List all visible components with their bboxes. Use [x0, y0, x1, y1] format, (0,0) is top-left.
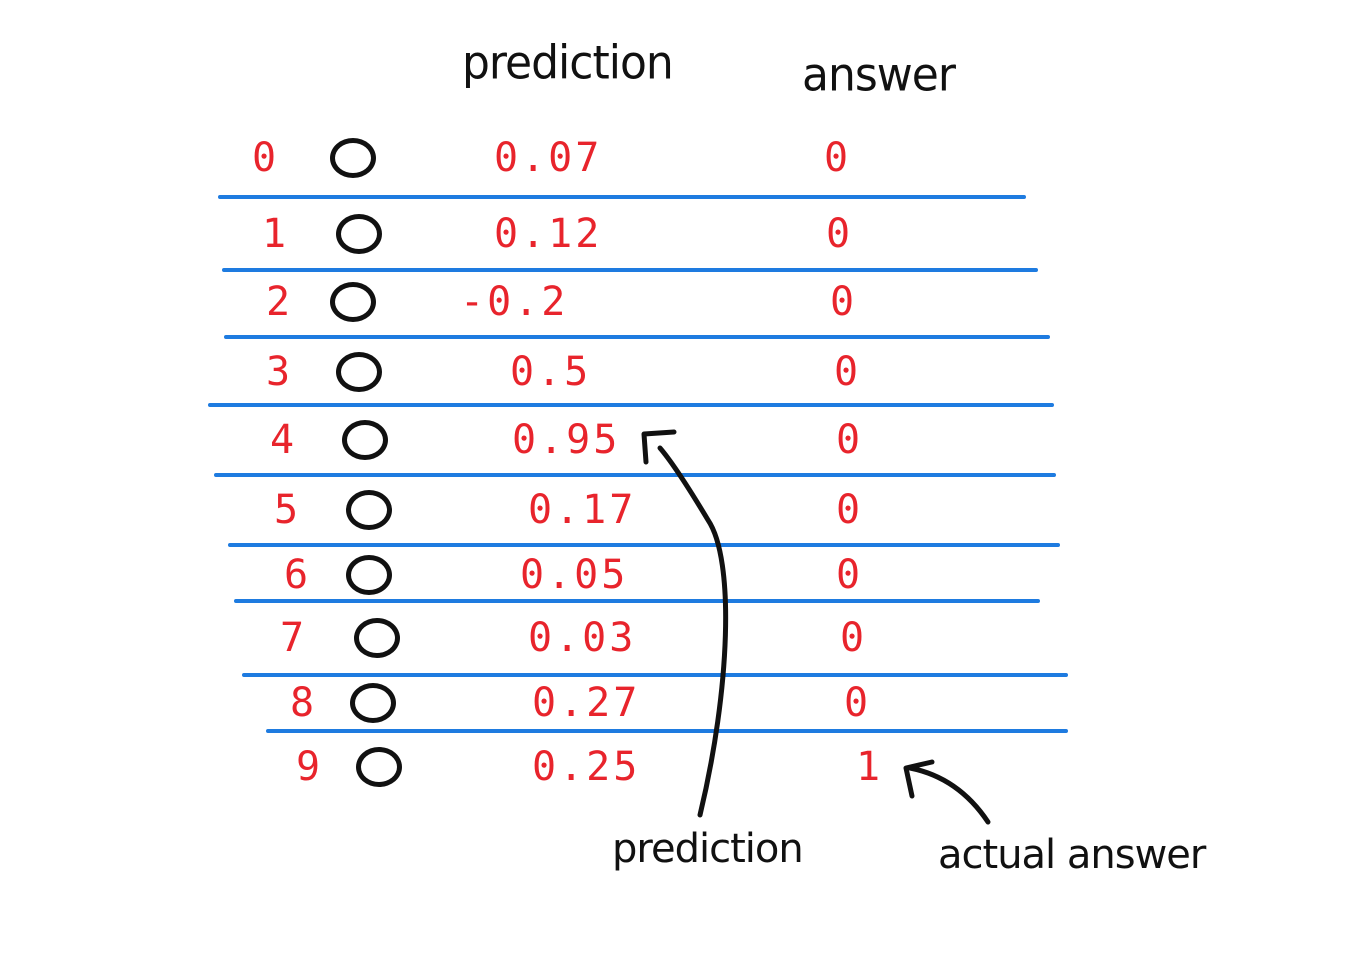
prediction-arrow-head: [641, 429, 677, 465]
answer-value: 0: [844, 680, 869, 726]
row-index-label: 4: [270, 417, 295, 463]
row-index-label: 2: [266, 279, 291, 325]
row-separator-line: [224, 335, 1050, 339]
output-neuron-circle: [346, 555, 392, 595]
output-neuron-circle: [336, 214, 382, 254]
prediction-value: 0.05: [520, 552, 629, 598]
answer-value: 0: [836, 417, 861, 463]
prediction-value: 0.12: [494, 211, 603, 257]
row-separator-line: [208, 403, 1054, 407]
prediction-value: 0.07: [494, 135, 603, 181]
row-index-label: 5: [274, 487, 299, 533]
row-index-label: 6: [284, 552, 309, 598]
prediction-value: 0.27: [532, 680, 641, 726]
answer-value: 0: [830, 279, 855, 325]
prediction-value: 0.03: [528, 615, 637, 661]
output-neuron-circle: [330, 138, 376, 178]
answer-value: 1: [856, 744, 881, 790]
output-neuron-circle: [342, 420, 388, 460]
answer-value: 0: [834, 349, 859, 395]
output-neuron-circle: [356, 747, 402, 787]
row-separator-line: [214, 473, 1056, 477]
prediction-annotation: prediction: [612, 826, 804, 872]
row-separator-line: [234, 599, 1040, 603]
prediction-value: 0.95: [512, 417, 621, 463]
output-neuron-circle: [354, 618, 400, 658]
answer-value: 0: [836, 552, 861, 598]
prediction-value: 0.17: [528, 487, 637, 533]
answer-arrow-line: [907, 765, 991, 825]
row-index-label: 3: [266, 349, 291, 395]
answer-value: 0: [826, 211, 851, 257]
prediction-value: 0.25: [532, 744, 641, 790]
answer-value: 0: [840, 615, 865, 661]
output-neuron-circle: [330, 282, 376, 322]
output-neuron-circle: [346, 490, 392, 530]
answer-value: 0: [836, 487, 861, 533]
prediction-arrow-line: [657, 445, 729, 818]
answer-arrow-head: [903, 759, 935, 799]
answer-value: 0: [824, 135, 849, 181]
row-index-label: 0: [252, 135, 277, 181]
row-separator-line: [266, 729, 1068, 733]
row-separator-line: [242, 673, 1068, 677]
row-index-label: 9: [296, 744, 321, 790]
prediction-value: 0.5: [510, 349, 592, 395]
row-index-label: 1: [262, 211, 287, 257]
row-index-label: 8: [290, 680, 315, 726]
row-index-label: 7: [280, 615, 305, 661]
output-neuron-circle: [350, 683, 396, 723]
answer-column-header: answer: [802, 48, 956, 103]
output-neuron-circle: [336, 352, 382, 392]
actual-answer-annotation: actual answer: [938, 832, 1206, 878]
row-separator-line: [228, 543, 1060, 547]
row-separator-line: [218, 195, 1026, 199]
prediction-column-header: prediction: [462, 36, 674, 91]
prediction-value: -0.2: [460, 279, 569, 325]
row-separator-line: [222, 268, 1038, 272]
